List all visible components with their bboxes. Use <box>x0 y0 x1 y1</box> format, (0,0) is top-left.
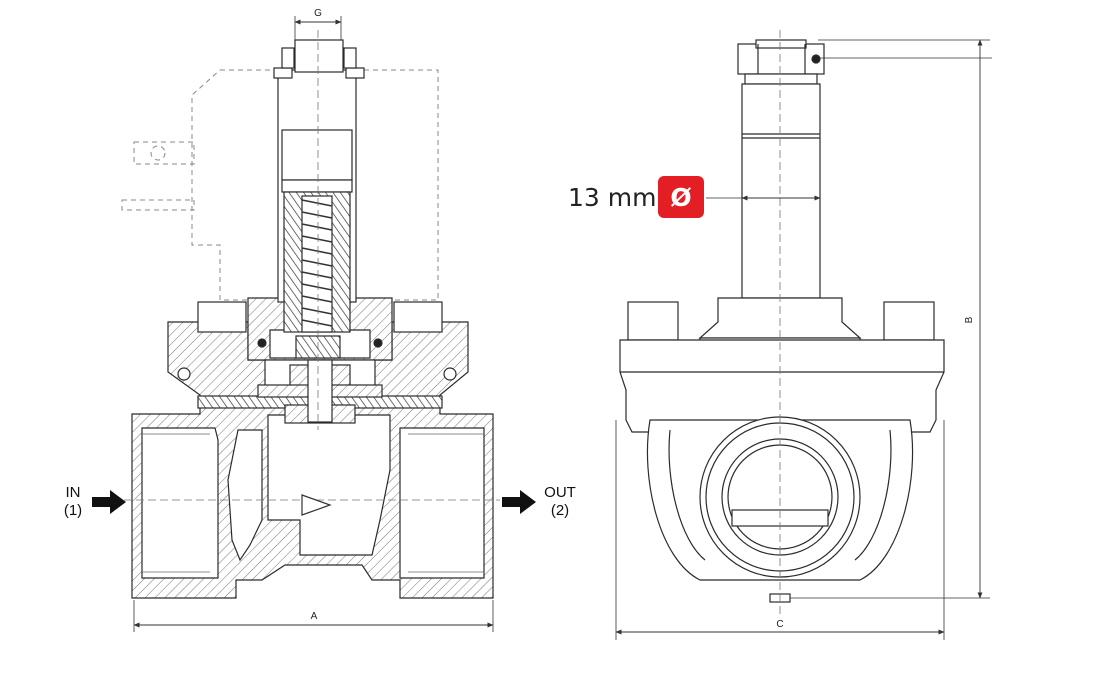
outlet-arrow-icon <box>502 490 536 514</box>
outlet-label: OUT <box>544 484 576 501</box>
outlet-indicator: OUT (2) <box>502 484 576 519</box>
inlet-indicator: IN (1) <box>64 484 126 519</box>
dim-a-label: A <box>311 611 318 622</box>
dim-b-label: B <box>964 316 975 323</box>
inlet-arrow-icon <box>92 490 126 514</box>
side-view <box>619 30 945 615</box>
diameter-symbol-icon: Ø <box>670 183 691 212</box>
coil-outline-dashed <box>121 69 439 301</box>
inlet-number: (1) <box>64 502 82 519</box>
outlet-number: (2) <box>551 502 569 519</box>
port-threads <box>142 433 484 573</box>
dim-c-label: C <box>776 619 783 630</box>
side-coil-tube <box>741 83 821 299</box>
dim-a: A <box>133 600 494 632</box>
valve-bore <box>141 427 219 579</box>
dim-g-label: G <box>314 8 322 19</box>
top-nut <box>294 39 344 73</box>
dim-g: G <box>294 8 342 40</box>
centerlines <box>100 30 500 501</box>
dim-b: B <box>790 39 992 599</box>
tube-diameter-callout: 13 mm Ø <box>568 176 821 218</box>
side-port-inner <box>727 444 833 550</box>
dim-c: C <box>615 420 945 640</box>
section-view <box>100 30 500 599</box>
diameter-badge <box>658 176 704 218</box>
diameter-value: 13 mm <box>568 183 656 212</box>
inlet-label: IN <box>66 484 81 501</box>
